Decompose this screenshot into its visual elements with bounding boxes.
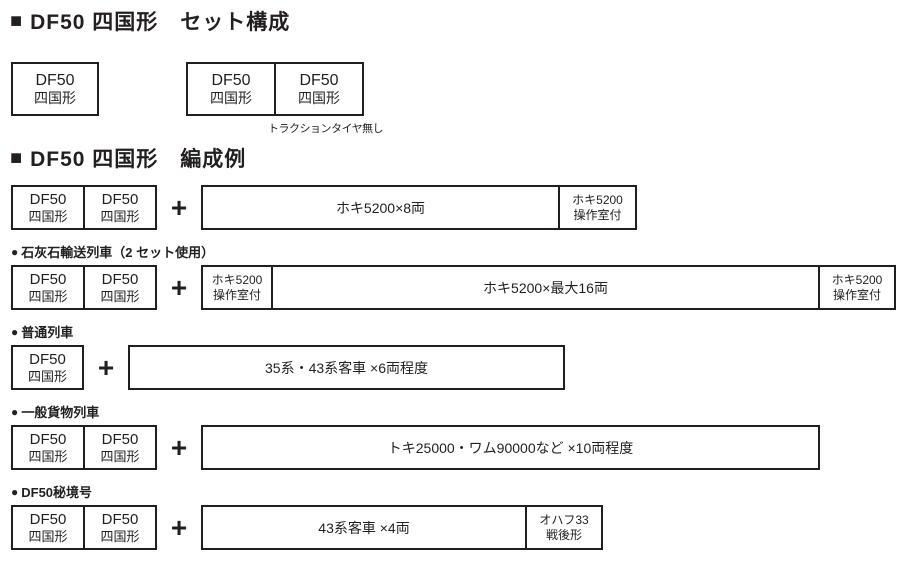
loco-name: DF50: [101, 430, 139, 448]
loco-name: DF50: [29, 510, 67, 528]
loco-cell: DF50 四国形: [274, 64, 362, 114]
loco-cell: DF50 四国形: [83, 427, 155, 468]
set-section-title-text: DF50 四国形 セット構成: [30, 11, 291, 34]
plus-sign: +: [170, 511, 188, 543]
loco-name: DF50: [35, 72, 75, 89]
row-heading: ● 石灰石輸送列車（2 セット使用）: [11, 242, 214, 261]
loco-name: DF50: [29, 190, 67, 208]
consist-section-title: ■ DF50 四国形 編成例: [10, 143, 246, 173]
row-heading: ● 普通列車: [11, 322, 73, 341]
loco-cell: DF50 四国形: [13, 347, 82, 388]
loco-box-single-set: DF50 四国形: [11, 62, 99, 116]
loco-cell: DF50 四国形: [13, 267, 83, 308]
car-variant: 戦後形: [545, 527, 582, 542]
car-name: ホキ5200: [211, 273, 263, 288]
car-name: ホキ5200: [831, 273, 883, 288]
car-variant: 操作室付: [832, 287, 881, 302]
car-label: 43系客車 ×4両: [318, 519, 410, 536]
row-heading-text: 一般貨物列車: [21, 405, 100, 420]
loco-pair-box: DF50 四国形 DF50 四国形: [11, 505, 157, 550]
loco-name: DF50: [101, 190, 139, 208]
loco-name: DF50: [211, 72, 251, 89]
loco-type: 四国形: [28, 528, 68, 544]
loco-type: 四国形: [100, 208, 140, 224]
loco-pair-box: DF50 四国形 DF50 四国形: [11, 185, 157, 230]
loco-cell: DF50 四国形: [83, 187, 155, 228]
loco-type: 四国形: [34, 90, 76, 107]
car-cell: ホキ5200 操作室付: [203, 267, 271, 308]
bullet-icon: ●: [11, 324, 19, 339]
car-name: ホキ5200: [572, 193, 623, 208]
loco-name: DF50: [29, 430, 67, 448]
car-variant: 操作室付: [212, 287, 261, 302]
loco-pair-box: DF50 四国形 DF50 四国形: [11, 265, 157, 310]
consist-section-title-text: DF50 四国形 編成例: [30, 148, 247, 171]
twin-set-note: トラクションタイヤ無し: [268, 123, 384, 135]
row-heading: ● 一般貨物列車: [11, 402, 99, 421]
loco-cell: DF50 四国形: [83, 507, 155, 548]
loco-cell: DF50 四国形: [13, 427, 83, 468]
plus-sign: +: [170, 431, 188, 463]
loco-type: 四国形: [100, 448, 140, 464]
car-box: ホキ5200 操作室付: [558, 185, 637, 230]
car-variant: 操作室付: [573, 207, 622, 222]
loco-type: 四国形: [28, 208, 68, 224]
car-cell: オハフ33 戦後形: [527, 507, 601, 548]
car-box: 43系客車 ×4両: [201, 505, 527, 550]
car-box: ホキ5200 操作室付: [201, 265, 273, 310]
loco-box: DF50 四国形: [11, 345, 84, 390]
car-box: 35系・43系客車 ×6両程度: [128, 345, 565, 390]
square-marker-icon: ■: [10, 10, 24, 32]
car-box: トキ25000・ワム90000など ×10両程度: [201, 425, 820, 470]
car-label: 35系・43系客車 ×6両程度: [265, 359, 428, 376]
loco-type: 四国形: [100, 528, 140, 544]
car-label: ホキ5200×8両: [335, 199, 426, 216]
loco-name: DF50: [299, 72, 339, 89]
row-heading: ● DF50秘境号: [11, 482, 92, 501]
loco-cell: DF50 四国形: [13, 187, 83, 228]
loco-box-twin-set: DF50 四国形 DF50 四国形: [186, 62, 364, 116]
loco-type: 四国形: [210, 90, 252, 107]
loco-cell: DF50 四国形: [13, 507, 83, 548]
loco-type: 四国形: [27, 368, 67, 384]
loco-name: DF50: [29, 270, 67, 288]
row-heading-text: DF50秘境号: [21, 485, 93, 500]
loco-cell: DF50 四国形: [188, 64, 274, 114]
plus-sign: +: [170, 191, 188, 223]
loco-type: 四国形: [298, 90, 340, 107]
car-name: オハフ33: [539, 513, 589, 528]
row-heading-text: 石灰石輸送列車（2 セット使用）: [21, 245, 215, 260]
loco-type: 四国形: [100, 288, 140, 304]
square-marker-icon: ■: [10, 147, 24, 169]
loco-name: DF50: [101, 510, 139, 528]
car-cell: ホキ5200 操作室付: [820, 267, 894, 308]
car-box: オハフ33 戦後形: [525, 505, 603, 550]
bullet-icon: ●: [11, 484, 19, 499]
loco-type: 四国形: [28, 288, 68, 304]
bullet-icon: ●: [11, 404, 19, 419]
row-heading-text: 普通列車: [21, 325, 74, 340]
bullet-icon: ●: [11, 244, 19, 259]
car-box: ホキ5200×最大16両: [271, 265, 820, 310]
car-box: ホキ5200 操作室付: [818, 265, 896, 310]
plus-sign: +: [97, 351, 115, 383]
loco-cell: DF50 四国形: [83, 267, 155, 308]
car-box: ホキ5200×8両: [201, 185, 560, 230]
plus-sign: +: [170, 271, 188, 303]
loco-type: 四国形: [28, 448, 68, 464]
car-label: ホキ5200×最大16両: [483, 279, 608, 296]
loco-pair-box: DF50 四国形 DF50 四国形: [11, 425, 157, 470]
loco-cell: DF50 四国形: [13, 64, 97, 114]
set-section-title: ■ DF50 四国形 セット構成: [10, 6, 290, 36]
loco-name: DF50: [29, 350, 66, 368]
car-cell: ホキ5200 操作室付: [560, 187, 635, 228]
loco-name: DF50: [101, 270, 139, 288]
car-label: トキ25000・ワム90000など ×10両程度: [387, 439, 634, 456]
